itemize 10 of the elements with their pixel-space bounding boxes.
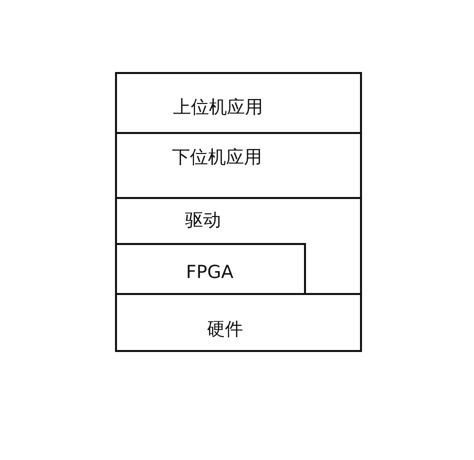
layer-box: [115, 72, 362, 134]
layer-box: [115, 132, 362, 199]
layer-box: [115, 197, 362, 295]
layer-label: 硬件: [207, 320, 243, 340]
layer-label: 上位机应用: [173, 98, 263, 118]
inner-layer-box: [115, 243, 306, 295]
layer-label: 下位机应用: [172, 148, 262, 168]
layer-label: 驱动: [185, 211, 221, 231]
layer-box: [115, 293, 362, 352]
layer-label: FPGA: [186, 263, 234, 283]
